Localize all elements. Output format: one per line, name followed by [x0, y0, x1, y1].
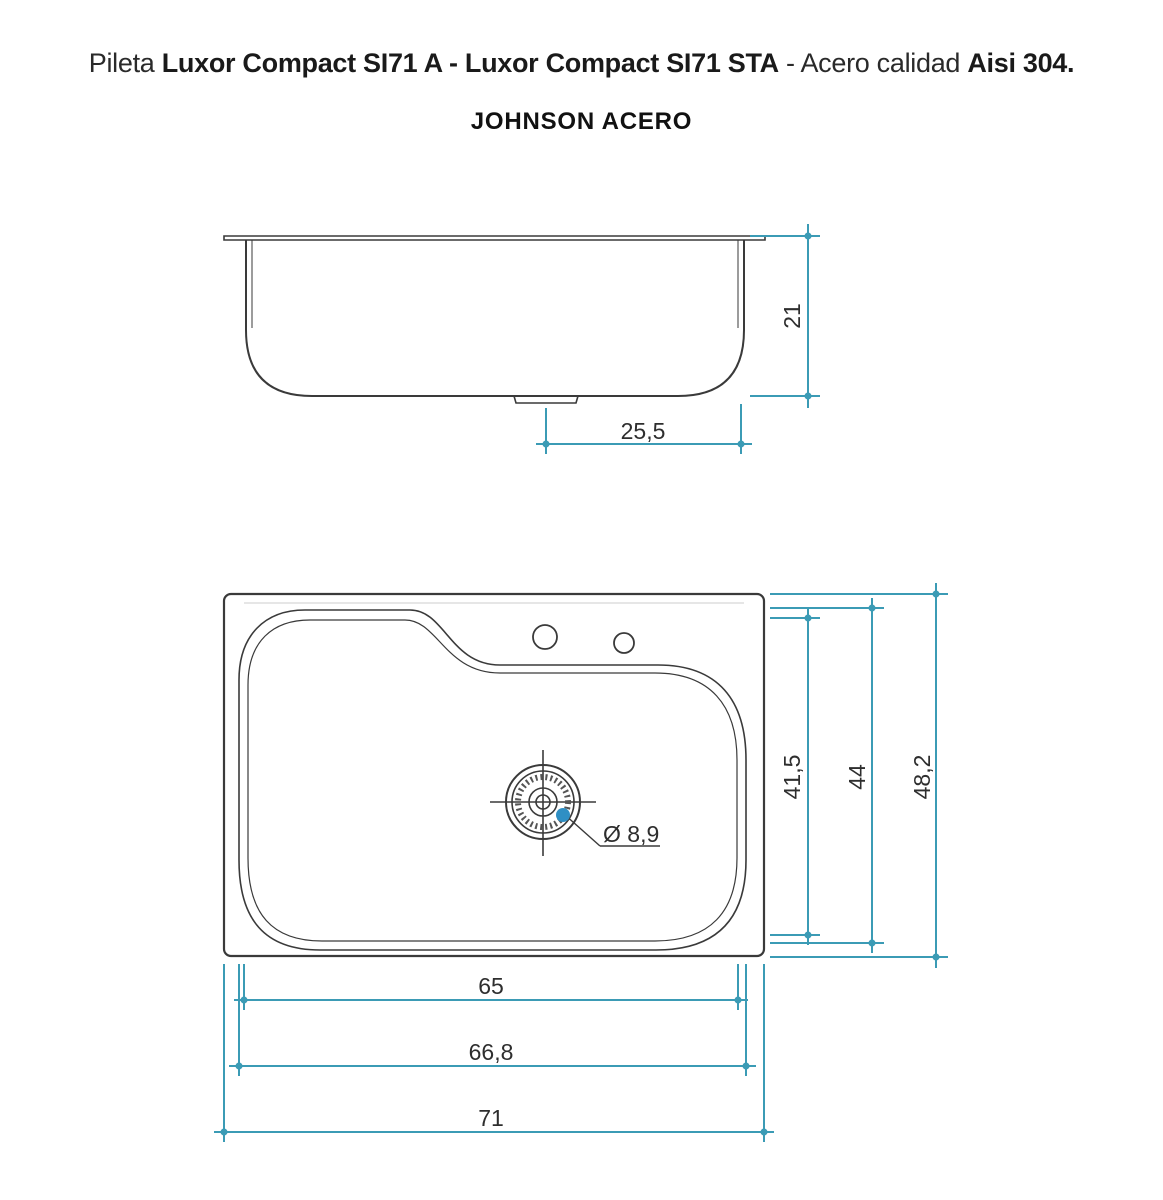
drain-strainer-icon [490, 750, 596, 856]
title-material: Aisi 304. [967, 48, 1075, 78]
dim-inner-height-label: 41,5 [779, 755, 805, 800]
dim-total-width-label: 71 [478, 1105, 504, 1131]
top-view-bowl-outer [238, 609, 747, 951]
dim-total-height [770, 583, 948, 968]
dim-drain-offset [536, 404, 752, 454]
top-view [222, 592, 766, 958]
page-title: Pileta Luxor Compact SI71 A - Luxor Comp… [0, 48, 1163, 79]
dim-total-width [214, 964, 774, 1142]
brand-name: JOHNSON ACERO [470, 108, 693, 135]
dim-bowl-width-label: 66,8 [469, 1039, 514, 1065]
title-models: Luxor Compact SI71 A - Luxor Compact SI7… [161, 48, 779, 78]
top-view-outer-rim [222, 592, 766, 958]
dim-bowl-width [229, 964, 756, 1076]
title-prefix: Pileta [88, 48, 162, 78]
dim-depth [750, 224, 820, 408]
accessory-hole-icon [613, 632, 635, 654]
dim-drain-diameter-label: Ø 8,9 [603, 821, 659, 847]
dim-bowl-height-label: 44 [844, 764, 870, 790]
dim-inner-width-label: 65 [478, 973, 504, 999]
dim-inner-height [770, 608, 820, 945]
side-view [223, 235, 766, 404]
top-view-bowl-inner [247, 619, 738, 942]
side-view-rim [223, 235, 766, 241]
dim-bowl-height [770, 598, 884, 953]
dim-inner-width [234, 964, 748, 1010]
faucet-hole-icon [532, 624, 558, 650]
drain-marker-icon [556, 808, 570, 822]
side-view-bowl [245, 240, 745, 397]
title-material-label: - Acero calidad [778, 48, 968, 78]
side-view-drain-pipe [513, 395, 579, 404]
dim-drain-diameter [556, 808, 660, 847]
dim-total-height-label: 48,2 [909, 755, 935, 800]
dim-depth-label: 21 [779, 303, 805, 329]
dim-drain-offset-label: 25,5 [621, 418, 666, 444]
